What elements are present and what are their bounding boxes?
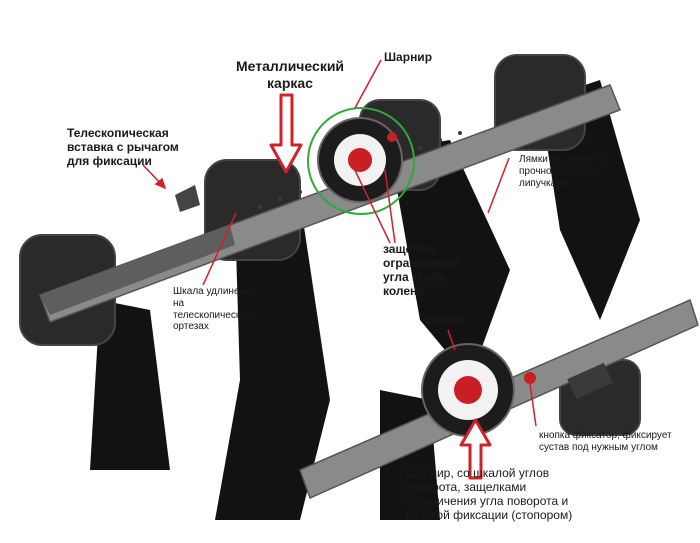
extension-scale-label: Шкала удлинения на телескопических ортез… [173,286,257,333]
upper-hinge [317,117,403,203]
telescopic-insert-label: Телескопическая вставка с рычагом для фи… [67,126,179,169]
metal-frame-label: Металлический каркас [236,58,345,91]
straps-label: Лямки из мягкой и прочной ткани, с липуч… [519,154,604,189]
lock-button-label: кнопка фиксатор, фиксирует сустав под ну… [539,430,672,453]
lower-hinge [421,343,536,437]
telescopic-lever [175,185,200,212]
hinge-label: Шарнир [384,50,433,64]
straps [90,80,640,520]
metal-frame-arrow [269,93,303,174]
hinge-arrow [459,418,492,480]
hinge-full-description: Шарнир, со шкалой углов поворота, защелк… [406,466,573,523]
scale-label: шкала [425,313,462,327]
latches-label: защелки ограничения угла сгиба колена [383,242,460,299]
hinge-highlight-circle [307,107,415,215]
pointer-lines [142,59,537,427]
